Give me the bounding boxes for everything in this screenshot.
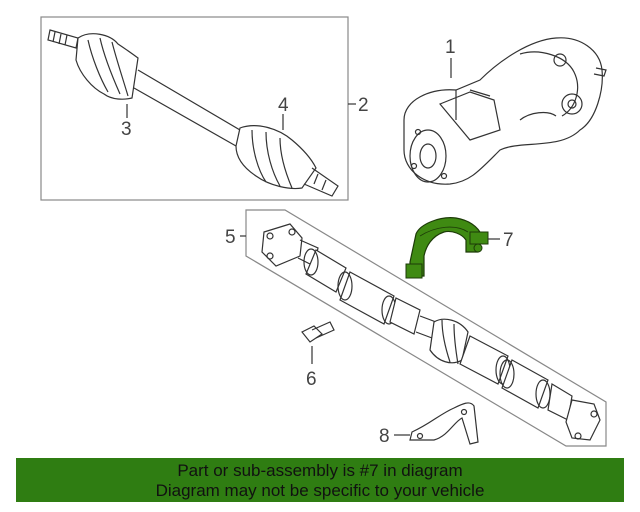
callout-6: 6 bbox=[306, 369, 317, 390]
callout-3: 3 bbox=[121, 119, 132, 140]
center-bearing-support-highlighted[interactable] bbox=[405, 217, 489, 279]
halfshaft-group-frame bbox=[40, 16, 349, 201]
callout-2: 2 bbox=[358, 95, 369, 116]
propshaft-group-frame bbox=[245, 209, 607, 447]
banner-line-part-number: Part or sub-assembly is #7 in diagram bbox=[177, 461, 463, 480]
bracket[interactable] bbox=[409, 402, 479, 445]
callout-7: 7 bbox=[503, 230, 514, 251]
rear-differential[interactable] bbox=[403, 37, 607, 185]
callout-4: 4 bbox=[278, 95, 289, 116]
banner-line-disclaimer: Diagram may not be specific to your vehi… bbox=[155, 481, 485, 500]
callout-1: 1 bbox=[445, 37, 456, 58]
rear-halfshaft[interactable] bbox=[47, 29, 339, 197]
callout-8: 8 bbox=[379, 426, 390, 447]
bolt[interactable] bbox=[301, 321, 335, 343]
propeller-shaft[interactable] bbox=[261, 223, 601, 441]
callout-5: 5 bbox=[225, 227, 236, 248]
info-banner: Part or sub-assembly is #7 in diagram Di… bbox=[16, 458, 624, 502]
parts-diagram bbox=[40, 16, 607, 447]
